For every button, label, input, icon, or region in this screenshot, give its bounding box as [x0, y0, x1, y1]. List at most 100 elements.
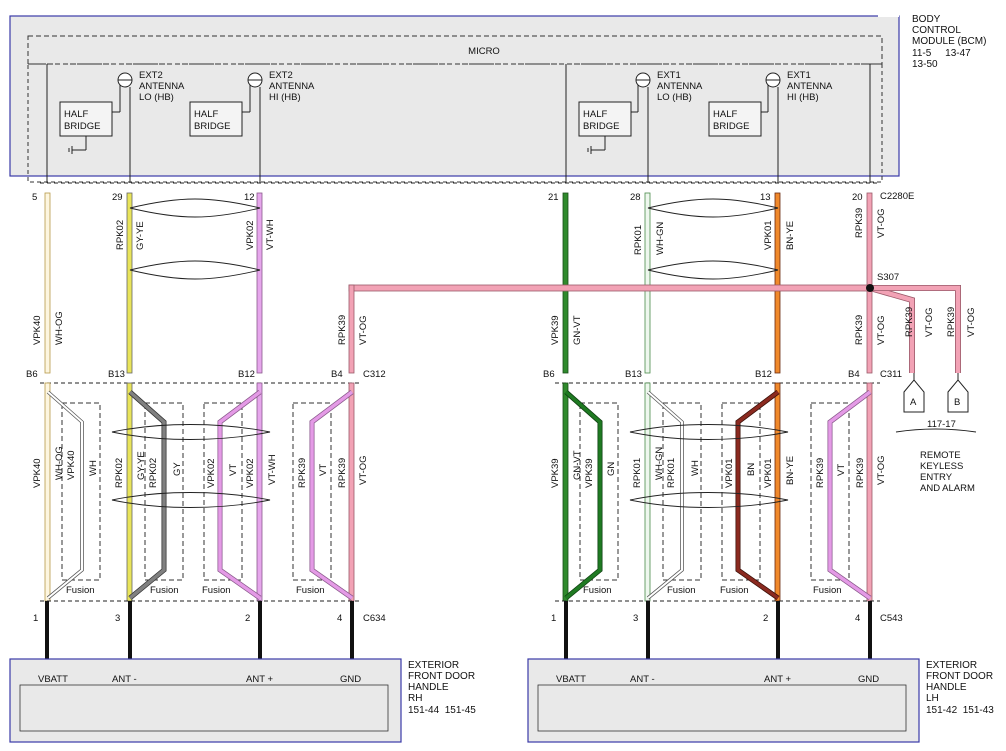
- splice-s307: S307 RPK39 VT-OG RPK39 VT-OG RPK39 VT-OG…: [337, 272, 977, 374]
- diagram-label: Fusion: [66, 585, 95, 596]
- pin-bot-1-l: 1: [551, 613, 556, 624]
- diagram-label: WH-OG: [54, 446, 65, 480]
- antenna-symbol-4: EXT1 ANTENNA HI (HB): [765, 70, 833, 103]
- micro-label: MICRO: [468, 46, 500, 57]
- half-bridge-2: HALF BRIDGE: [189, 80, 251, 137]
- diagram-label: Fusion: [202, 585, 231, 596]
- pin-mid-b6-l: B6: [543, 369, 555, 380]
- diagram-label: VT-WH: [265, 219, 276, 250]
- twist-upper-2: [129, 260, 261, 280]
- diagram-label: WH-GN: [654, 447, 665, 480]
- pin-bot-1-r: 1: [33, 613, 38, 624]
- wire-rpk02: [126, 192, 133, 374]
- diagram-label: EXTERIOR: [926, 660, 977, 671]
- diagram-label: GN-VT: [572, 315, 583, 345]
- diagram-label: EXT1: [787, 70, 811, 81]
- diagram-label: VPK02: [245, 220, 256, 250]
- twist-upper-4: [647, 260, 779, 280]
- diagram-label: VT-WH: [267, 454, 278, 485]
- diagram-label: ANTENNA: [269, 81, 315, 92]
- pin-mid-b4-l: B4: [848, 369, 860, 380]
- diagram-label: VPK01: [763, 220, 774, 250]
- diagram-label: RPK02: [148, 458, 159, 488]
- diagram-label: WH: [88, 460, 99, 476]
- pin-mid-b12-r: B12: [238, 369, 255, 380]
- diagram-label: BRIDGE: [64, 121, 100, 132]
- terminal-ant-minus-r: ANT -: [112, 674, 137, 685]
- twist-upper-3: [647, 198, 779, 218]
- diagram-label: GY-YE: [135, 221, 146, 250]
- diagram-label: LH: [926, 693, 939, 704]
- twist-lower-1: [111, 424, 271, 440]
- half-bridge-3: HALF BRIDGE: [578, 80, 639, 154]
- pin-mid-b13-l: B13: [625, 369, 642, 380]
- connector-c311: C311: [880, 369, 902, 380]
- diagram-label: RPK39: [854, 315, 865, 345]
- pin-mid-b13-r: B13: [108, 369, 125, 380]
- connector-c2280e: C2280E: [880, 191, 914, 202]
- diagram-label: BRIDGE: [194, 121, 230, 132]
- diagram-label: HALF: [64, 109, 88, 120]
- diagram-label: HI (HB): [787, 92, 819, 103]
- terminal-vbatt-r: VBATT: [38, 674, 68, 685]
- diagram-label: LO (HB): [139, 92, 174, 103]
- diagram-label: EXT1: [657, 70, 681, 81]
- diagram-label: VPK39: [584, 458, 595, 488]
- diagram-label: VT: [836, 464, 847, 476]
- diagram-label: VT-OG: [876, 208, 887, 238]
- diagram-label: HALF: [713, 109, 737, 120]
- diagram-label: REMOTE: [920, 450, 961, 461]
- antenna-symbol-1: EXT2 ANTENNA LO (HB): [117, 70, 185, 103]
- diagram-label: VPK40: [32, 315, 43, 345]
- half-bridge-4: HALF BRIDGE: [708, 80, 769, 137]
- diagram-label: VPK40: [66, 450, 77, 480]
- fusion-dashed-frames: [61, 402, 850, 581]
- pin-mid-b4-r: B4: [331, 369, 343, 380]
- diagram-label: ANTENNA: [139, 81, 185, 92]
- pin-bot-2-l: 2: [763, 613, 768, 624]
- diagram-label: ANTENNA: [787, 81, 833, 92]
- pin-top-12: 12: [244, 192, 255, 203]
- diagram-label: VT-OG: [924, 307, 935, 337]
- diagram-label: WH: [690, 460, 701, 476]
- fusion-labels: VPK40 WH-OG VPK40 WH Fusion RPK02 GY-YE …: [32, 446, 887, 596]
- fusion-rpk02: [126, 382, 167, 602]
- diagram-label: VPK39: [550, 315, 561, 345]
- terminal-gnd-l: GND: [858, 674, 879, 685]
- fusion-vpk02: [217, 382, 263, 602]
- wire-vpk40: [44, 192, 51, 374]
- remote-ref: 117-17: [927, 419, 956, 430]
- diagram-label: WH-GN: [655, 222, 666, 255]
- wire-vpk02: [256, 192, 263, 374]
- twist-lower-4: [629, 492, 789, 508]
- fusion-vpk39: [562, 382, 603, 602]
- diagram-label: RPK01: [666, 458, 677, 488]
- door-handle-rh: VBATT ANT - ANT + GND EXTERIOR FRONT DOO…: [9, 658, 476, 743]
- diagram-label: BN: [746, 463, 757, 476]
- diagram-label: ANTENNA: [657, 81, 703, 92]
- diagram-label: HANDLE: [408, 682, 449, 693]
- diagram-label: VT-OG: [876, 315, 887, 345]
- antenna-symbol-3: EXT1 ANTENNA LO (HB): [635, 70, 703, 103]
- diagram-label: HI (HB): [269, 92, 301, 103]
- diagram-label: KEYLESS: [920, 461, 963, 472]
- twist-upper-1: [129, 198, 261, 218]
- pin-top-20: 20: [852, 192, 863, 203]
- diagram-label: 151-44 151-45: [408, 705, 476, 716]
- terminal-ant-minus-l: ANT -: [630, 674, 655, 685]
- diagram-label: Fusion: [667, 585, 696, 596]
- diagram-label: HANDLE: [926, 682, 967, 693]
- diagram-label: VPK01: [763, 458, 774, 488]
- diagram-label: GN-VT: [572, 450, 583, 480]
- twist-lower-3: [629, 424, 789, 440]
- pin-top-21: 21: [548, 192, 559, 203]
- terminal-gnd-r: GND: [340, 674, 361, 685]
- diagram-label: Fusion: [813, 585, 842, 596]
- diagram-label: GY-YE: [136, 451, 147, 480]
- remote-keyless-entry: A B 117-17 REMOTE KEYLESS ENTRY AND ALAR…: [895, 373, 977, 494]
- diagram-label: VPK40: [32, 458, 43, 488]
- diagram-label: ENTRY: [920, 472, 953, 483]
- diagram-label: BN-YE: [785, 221, 796, 250]
- diagram-label: BRIDGE: [713, 121, 749, 132]
- pin-mid-b6-r: B6: [26, 369, 38, 380]
